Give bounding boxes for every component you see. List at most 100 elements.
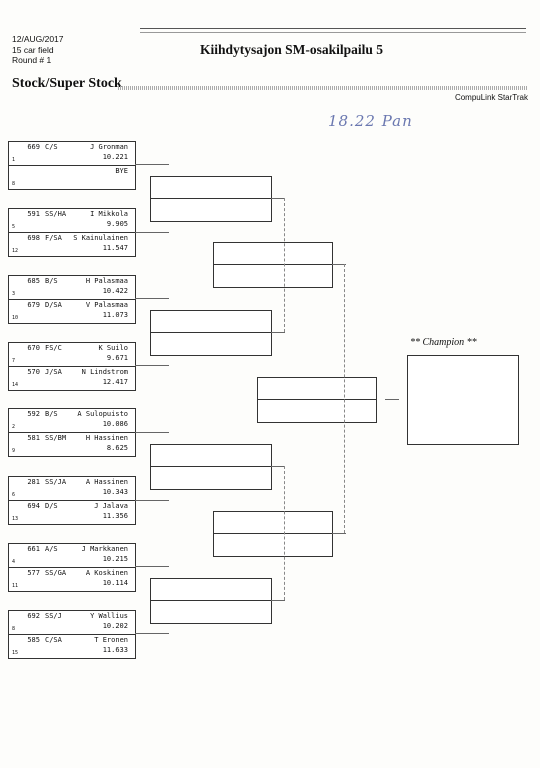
entry-seed: 4 <box>12 559 16 565</box>
entry-et: 11.356 <box>102 512 128 520</box>
entry-class: FS/C <box>45 344 62 352</box>
entry-number: 698 <box>27 234 40 242</box>
connector-line <box>135 633 169 634</box>
box-divider <box>258 399 376 400</box>
entry-et: 10.114 <box>102 579 128 587</box>
entry-number: 581 <box>27 434 40 442</box>
event-info: 12/AUG/2017 15 car field Round # 1 <box>12 34 64 66</box>
entry-number: 694 <box>27 502 40 510</box>
entry-seed: 2 <box>12 424 16 430</box>
entry-driver: BYE <box>115 167 128 175</box>
entry-et: 10.202 <box>102 622 128 630</box>
entry-number: 570 <box>27 368 40 376</box>
connector-line <box>332 533 346 534</box>
entry-class: C/SA <box>45 636 62 644</box>
connector-line <box>385 399 399 400</box>
entry-et: 9.905 <box>106 220 128 228</box>
entry-driver: S Kainulainen <box>73 234 128 242</box>
entry-et: 8.625 <box>106 444 128 452</box>
lane-bottom: 679 D/SA V Palasmaa 11.073 10 <box>9 300 135 323</box>
round2-box-4 <box>150 578 272 624</box>
entry-seed: 5 <box>12 224 16 230</box>
entry-number: 592 <box>27 410 40 418</box>
entry-class: D/S <box>45 502 58 510</box>
entry-class: B/S <box>45 410 58 418</box>
entry-number: 661 <box>27 545 40 553</box>
entry-class: SS/GA <box>45 569 67 577</box>
entry-driver: I Mikkola <box>90 210 128 218</box>
champion-box <box>407 355 519 445</box>
entry-class: SS/BM <box>45 434 67 442</box>
box-divider <box>214 264 332 265</box>
entry-number: 577 <box>27 569 40 577</box>
entry-class: A/S <box>45 545 58 553</box>
entry-class: J/SA <box>45 368 62 376</box>
entry-seed: 14 <box>12 382 19 388</box>
class-title: Stock/Super Stock <box>12 76 122 91</box>
lane-bottom: 577 SS/GA A Koskinen 10.114 11 <box>9 568 135 591</box>
entry-driver: A Sulopuisto <box>77 410 128 418</box>
entry-et: 10.221 <box>102 153 128 161</box>
entry-class: SS/JA <box>45 478 67 486</box>
round2-box-3 <box>150 444 272 490</box>
lane-bottom: BYE 8 <box>9 166 135 189</box>
entry-driver: Y Wallius <box>90 612 128 620</box>
entry-class: F/SA <box>45 234 62 242</box>
connector-line <box>135 298 169 299</box>
entry-seed: 10 <box>12 315 19 321</box>
box-divider <box>151 600 271 601</box>
entry-class: SS/J <box>45 612 62 620</box>
final-box <box>257 377 377 423</box>
round3-box-1 <box>213 242 333 288</box>
header-rule <box>140 28 526 33</box>
entry-driver: V Palasmaa <box>85 301 128 309</box>
entry-seed: 12 <box>12 248 19 254</box>
entry-number: 281 <box>27 478 40 486</box>
connector-line <box>271 600 285 601</box>
entry-number: 692 <box>27 612 40 620</box>
connector-line <box>271 466 285 467</box>
entry-seed: 15 <box>12 650 19 656</box>
entry-seed: 11 <box>12 583 19 589</box>
box-divider <box>151 466 271 467</box>
entry-et: 11.073 <box>102 311 128 319</box>
entry-number: 679 <box>27 301 40 309</box>
round2-box-1 <box>150 176 272 222</box>
champion-label: ** Champion ** <box>410 337 477 348</box>
connector-line <box>271 332 285 333</box>
entry-et: 9.671 <box>106 354 128 362</box>
box-divider <box>151 198 271 199</box>
entry-et: 10.422 <box>102 287 128 295</box>
entry-class: D/SA <box>45 301 62 309</box>
connector-line <box>135 432 169 433</box>
round3-box-2 <box>213 511 333 557</box>
entry-seed: 7 <box>12 358 16 364</box>
entry-seed: 13 <box>12 516 19 522</box>
event-title: Kiihdytysajon SM-osakilpailu 5 <box>200 42 384 57</box>
entry-number: 670 <box>27 344 40 352</box>
entry-seed: 8 <box>12 181 16 187</box>
entry-driver: A Koskinen <box>85 569 128 577</box>
connector-line <box>135 365 169 366</box>
entry-driver: T Eronen <box>94 636 128 644</box>
entry-class: SS/HA <box>45 210 67 218</box>
round2-box-2 <box>150 310 272 356</box>
entry-driver: K Suilo <box>98 344 128 352</box>
connector-line <box>332 264 346 265</box>
